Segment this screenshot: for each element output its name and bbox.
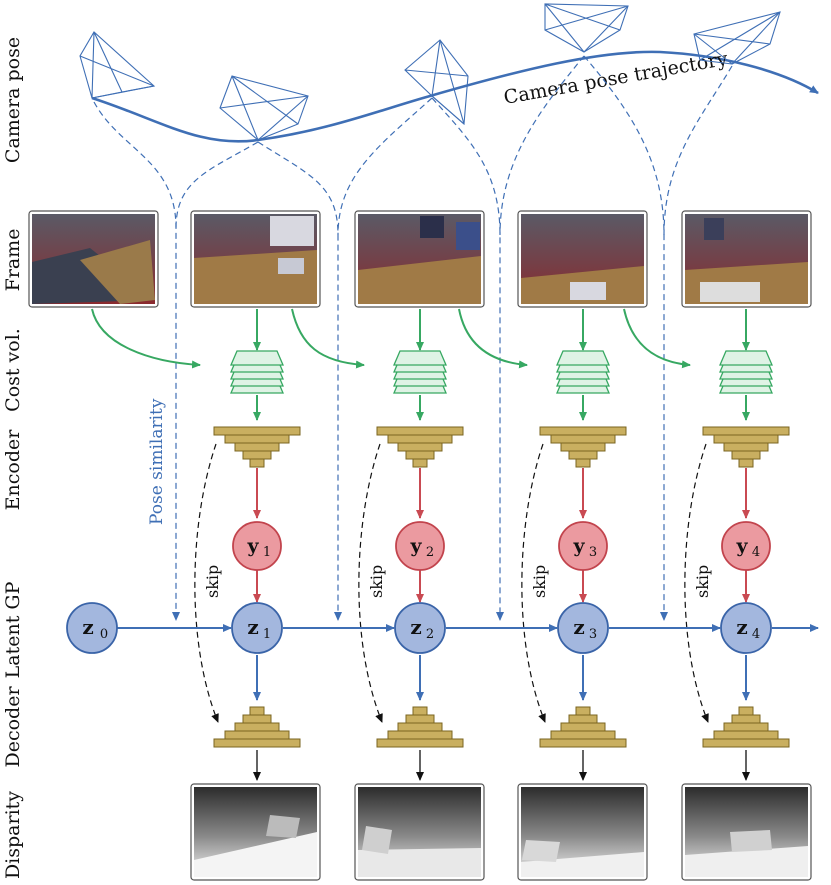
frame-images [28, 210, 812, 308]
y-subscript: 1 [263, 545, 271, 560]
green-arrows [91, 308, 750, 421]
row-label-cost-volume: Cost vol. [2, 328, 24, 412]
cost-volume-icon [719, 350, 773, 394]
camera-frustum-icon [219, 75, 309, 141]
decoder-block [702, 706, 790, 748]
y-symbol: y [572, 535, 585, 557]
camera-frustum-icon [79, 31, 156, 99]
z-symbol: z [736, 615, 747, 639]
row-label-decoder: Decoder [2, 686, 24, 768]
decoder-block [376, 706, 464, 748]
frame-image [190, 210, 321, 308]
pose-similarity-label: Pose similarity [147, 398, 167, 525]
trajectory-label: Camera pose trajectory [502, 48, 730, 109]
y-subscript: 4 [752, 545, 760, 560]
camera-frustums [79, 3, 781, 141]
row-label-latent-gp: Latent GP [2, 581, 24, 678]
z-symbol: z [247, 615, 258, 639]
z0-node: z 0 [66, 602, 118, 654]
row-label-frame: Frame [2, 229, 24, 292]
disparity-image [354, 783, 485, 881]
skip-connections [194, 443, 709, 723]
row-label-disparity: Disparity [2, 791, 24, 879]
y-subscript: 3 [589, 545, 597, 560]
y-subscript: 2 [426, 545, 434, 560]
z0-subscript: 0 [100, 627, 108, 642]
decoder-block [539, 706, 627, 748]
encoders [213, 426, 790, 468]
z-subscript: 2 [426, 627, 434, 642]
y-symbol: y [735, 535, 748, 557]
disparity-image [190, 783, 321, 881]
skip-label: skip [530, 565, 549, 598]
pose-similarity-lines [93, 55, 733, 621]
frame-image [517, 210, 648, 308]
gp-chain-arrows [117, 624, 819, 701]
encoder-block [376, 426, 464, 468]
skip-label: skip [367, 565, 386, 598]
encoder-block [539, 426, 627, 468]
row-label-camera-pose: Camera pose [2, 37, 24, 163]
z-symbol: z [410, 615, 421, 639]
frame-image [354, 210, 485, 308]
decoders [213, 706, 790, 748]
decoder-block [213, 706, 301, 748]
disparity-images [190, 783, 812, 881]
camera-frustum-icon [693, 11, 781, 65]
skip-label: skip [693, 565, 712, 598]
black-arrows [253, 750, 750, 781]
camera-pose-trajectory-curve [91, 50, 819, 143]
red-arrows [253, 468, 750, 603]
z-subscript: 1 [263, 627, 271, 642]
disparity-image [517, 783, 648, 881]
cost-volumes [230, 350, 773, 394]
z-subscript: 3 [589, 627, 597, 642]
y-symbol: y [246, 535, 259, 557]
cost-volume-icon [393, 350, 447, 394]
z-symbol: z [573, 615, 584, 639]
y-symbol: y [409, 535, 422, 557]
frame-image [28, 210, 159, 308]
camera-frustum-icon [544, 3, 629, 53]
frame-image [681, 210, 812, 308]
row-label-encoder: Encoder [2, 429, 24, 511]
disparity-image [681, 783, 812, 881]
cost-volume-icon [230, 350, 284, 394]
encoder-block [213, 426, 301, 468]
skip-label: skip [203, 565, 222, 598]
encoder-block [702, 426, 790, 468]
cost-volume-icon [556, 350, 610, 394]
z0-symbol: z [82, 615, 93, 639]
z-subscript: 4 [752, 627, 760, 642]
camera-frustum-icon [404, 39, 469, 126]
